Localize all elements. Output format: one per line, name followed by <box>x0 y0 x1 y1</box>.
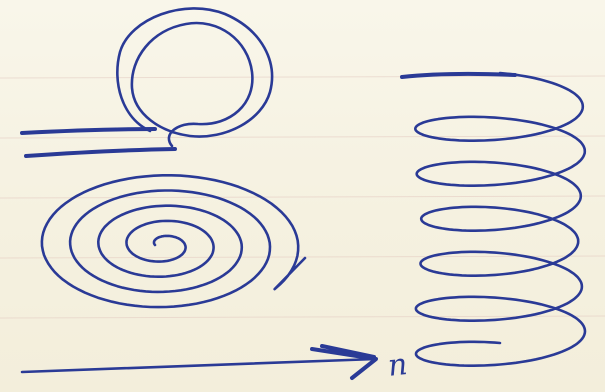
flat-spiral <box>42 175 305 307</box>
handwritten-label: n <box>386 347 408 384</box>
helix-coil <box>415 73 585 366</box>
ruled-line <box>0 196 605 198</box>
lead-wire-lower <box>26 149 175 156</box>
ruled-line <box>0 256 605 258</box>
axis-arrow-line <box>22 359 376 372</box>
lead-wire-upper <box>22 129 155 133</box>
